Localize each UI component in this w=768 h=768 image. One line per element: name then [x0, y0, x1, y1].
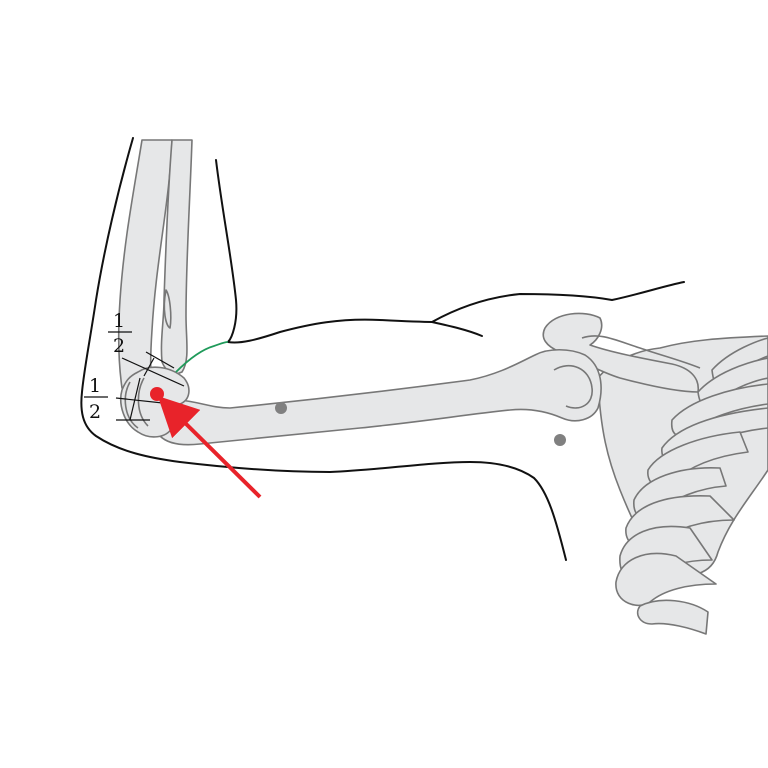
upper-guide-line — [121, 357, 185, 387]
rib-cage — [615, 337, 768, 635]
reference-point-shoulder — [554, 434, 566, 446]
forearm-bones — [117, 139, 193, 399]
body-outline — [80, 137, 685, 561]
fraction-upper: 1 2 — [108, 310, 132, 357]
fraction-upper-numerator: 1 — [113, 310, 125, 332]
red-arrow-icon — [157, 395, 262, 499]
upper-span-line — [143, 357, 155, 377]
reference-point-upper-arm — [275, 402, 287, 414]
red-dot-icon — [150, 387, 164, 401]
humerus — [158, 348, 602, 446]
fraction-lower-numerator: 1 — [89, 375, 101, 397]
fraction-upper-denominator: 2 — [113, 335, 125, 357]
fraction-lower-denominator: 2 — [89, 401, 101, 423]
lower-span-line — [129, 377, 141, 421]
elbow-crease-line — [175, 341, 229, 373]
upper-tick-line — [145, 351, 175, 369]
fraction-lower: 1 2 — [84, 375, 108, 423]
